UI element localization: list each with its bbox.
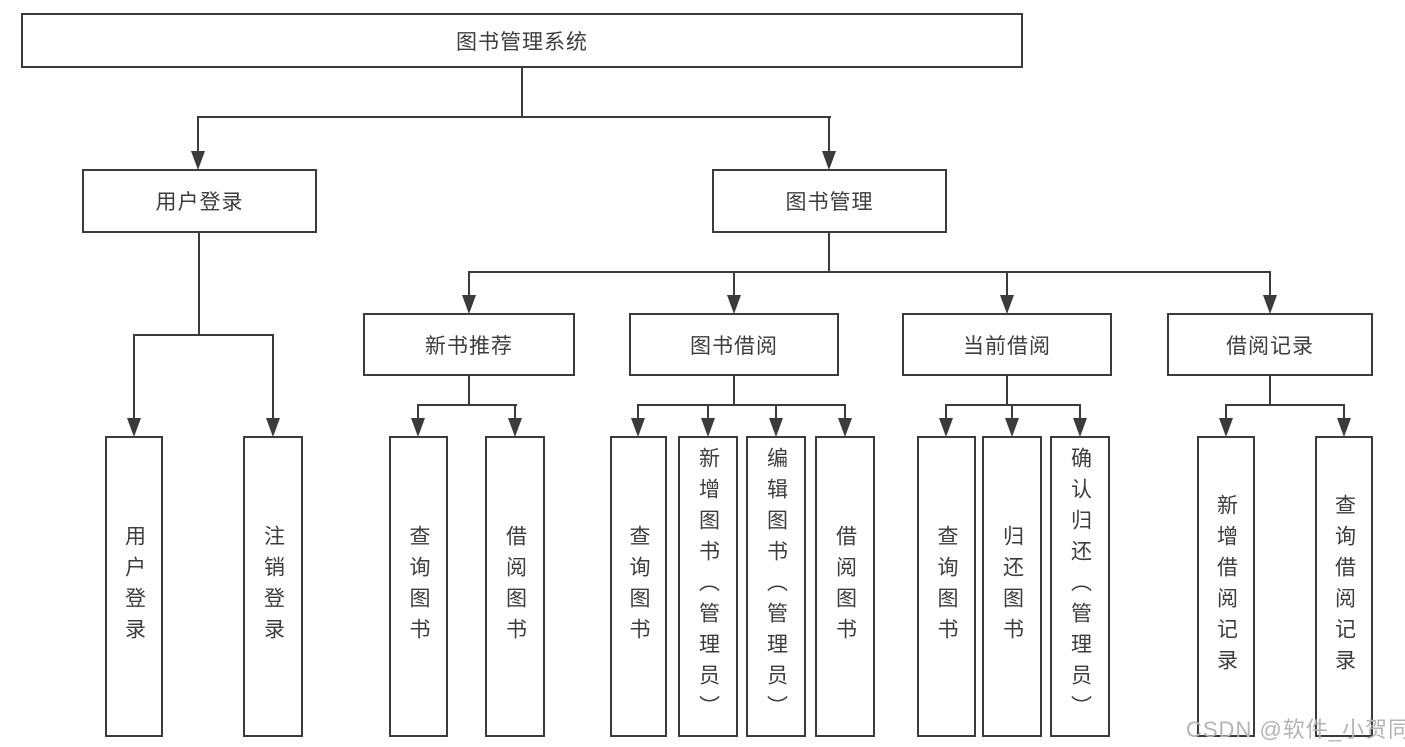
leaf-query-books-2: 查询图书 <box>610 436 667 737</box>
connector-user-login-stem <box>198 233 200 336</box>
connector-drop-leaf <box>1225 404 1227 420</box>
connector-drop-leaf <box>844 404 846 420</box>
arrow-down-icon <box>1337 418 1351 437</box>
leaf-borrow-books-1: 借阅图书 <box>485 436 545 737</box>
connector-drop-group <box>733 271 735 297</box>
leaf-query-borrow-record: 查询借阅记录 <box>1315 436 1373 737</box>
leaf-query-books-3: 查询图书 <box>917 436 976 737</box>
connector-drop-leaf <box>707 404 709 420</box>
connector-root-stem <box>521 68 523 118</box>
connector-group-stem <box>1006 376 1008 406</box>
connector-group-stem <box>468 376 470 406</box>
connector-drop-leaf <box>945 404 947 420</box>
connector-group-rail <box>417 404 517 406</box>
node-new-book-recommend: 新书推荐 <box>363 313 575 376</box>
arrow-down-icon <box>127 418 141 437</box>
leaf-add-book-admin-label: 新增图书（管理员） <box>696 447 720 726</box>
node-book-borrowing-label: 图书借阅 <box>690 334 778 358</box>
node-root-label: 图书管理系统 <box>456 30 588 54</box>
arrow-down-icon <box>462 295 476 314</box>
leaf-logout-label: 注销登录 <box>261 524 285 649</box>
arrow-down-icon <box>822 151 836 170</box>
connector-book-management-rail <box>468 271 1271 273</box>
leaf-borrow-books-2: 借阅图书 <box>815 436 875 737</box>
leaf-query-books-1: 查询图书 <box>389 436 448 737</box>
leaf-user-login: 用户登录 <box>105 436 163 737</box>
node-root: 图书管理系统 <box>21 13 1023 68</box>
connector-book-management-stem <box>828 233 830 273</box>
connector-drop-leaf <box>417 404 419 420</box>
arrow-down-icon <box>266 418 280 437</box>
leaf-query-books-3-label: 查询图书 <box>935 524 958 649</box>
node-current-borrowing: 当前借阅 <box>902 313 1112 376</box>
connector-drop-group <box>468 271 470 297</box>
arrow-down-icon <box>838 418 852 437</box>
node-user-login-label: 用户登录 <box>155 191 244 214</box>
arrow-down-icon <box>727 295 741 314</box>
leaf-borrow-books-2-label: 借阅图书 <box>833 524 857 649</box>
leaf-add-borrow-record-label: 新增借阅记录 <box>1214 493 1238 680</box>
connector-drop-user-login <box>197 116 199 153</box>
connector-drop-leaf <box>133 334 135 420</box>
connector-drop-leaf <box>1079 404 1081 420</box>
leaf-query-books-2-label: 查询图书 <box>627 524 650 649</box>
node-current-borrowing-label: 当前借阅 <box>963 334 1051 358</box>
connector-drop-leaf <box>637 404 639 420</box>
node-borrowing-records: 借阅记录 <box>1167 313 1373 376</box>
connector-drop-leaf <box>514 404 516 420</box>
leaf-confirm-return-admin: 确认归还（管理员） <box>1050 436 1110 737</box>
arrow-down-icon <box>939 418 953 437</box>
leaf-return-books-label: 归还图书 <box>1000 524 1024 649</box>
connector-group-rail <box>1225 404 1345 406</box>
connector-root-rail <box>197 116 831 118</box>
connector-group-stem <box>1269 376 1271 406</box>
connector-group-rail <box>945 404 1081 406</box>
leaf-edit-book-admin-label: 编辑图书（管理员） <box>764 447 788 726</box>
connector-group-rail <box>637 404 846 406</box>
connector-drop-leaf <box>272 334 274 420</box>
connector-drop-book-management <box>828 116 830 153</box>
leaf-edit-book-admin: 编辑图书（管理员） <box>746 436 806 737</box>
leaf-confirm-return-admin-label: 确认归还（管理员） <box>1068 447 1092 726</box>
arrow-down-icon <box>1263 295 1277 314</box>
leaf-query-borrow-record-label: 查询借阅记录 <box>1332 493 1356 680</box>
node-book-borrowing: 图书借阅 <box>629 313 839 376</box>
leaf-borrow-books-1-label: 借阅图书 <box>503 524 527 649</box>
arrow-down-icon <box>769 418 783 437</box>
connector-drop-leaf <box>775 404 777 420</box>
arrow-down-icon <box>1005 418 1019 437</box>
leaf-user-login-label: 用户登录 <box>122 524 146 649</box>
connector-drop-group <box>1006 271 1008 297</box>
arrow-down-icon <box>508 418 522 437</box>
node-new-book-recommend-label: 新书推荐 <box>425 334 513 358</box>
arrow-down-icon <box>631 418 645 437</box>
connector-user-login-rail <box>133 334 274 336</box>
leaf-add-borrow-record: 新增借阅记录 <box>1197 436 1255 737</box>
leaf-add-book-admin: 新增图书（管理员） <box>678 436 738 737</box>
arrow-down-icon <box>1073 418 1087 437</box>
arrow-down-icon <box>1000 295 1014 314</box>
node-user-login: 用户登录 <box>82 169 317 233</box>
node-book-management-label: 图书管理 <box>785 191 874 214</box>
node-book-management: 图书管理 <box>712 169 947 233</box>
arrow-down-icon <box>1219 418 1233 437</box>
arrow-down-icon <box>411 418 425 437</box>
leaf-return-books: 归还图书 <box>982 436 1042 737</box>
connector-drop-leaf <box>1011 404 1013 420</box>
arrow-down-icon <box>191 151 205 170</box>
node-borrowing-records-label: 借阅记录 <box>1226 334 1314 358</box>
connector-drop-group <box>1269 271 1271 297</box>
connector-group-stem <box>733 376 735 406</box>
leaf-query-books-1-label: 查询图书 <box>407 524 430 649</box>
csdn-watermark: CSDN @软件_小贺同学 <box>1186 717 1405 742</box>
arrow-down-icon <box>701 418 715 437</box>
connector-drop-leaf <box>1343 404 1345 420</box>
leaf-logout: 注销登录 <box>243 436 303 737</box>
